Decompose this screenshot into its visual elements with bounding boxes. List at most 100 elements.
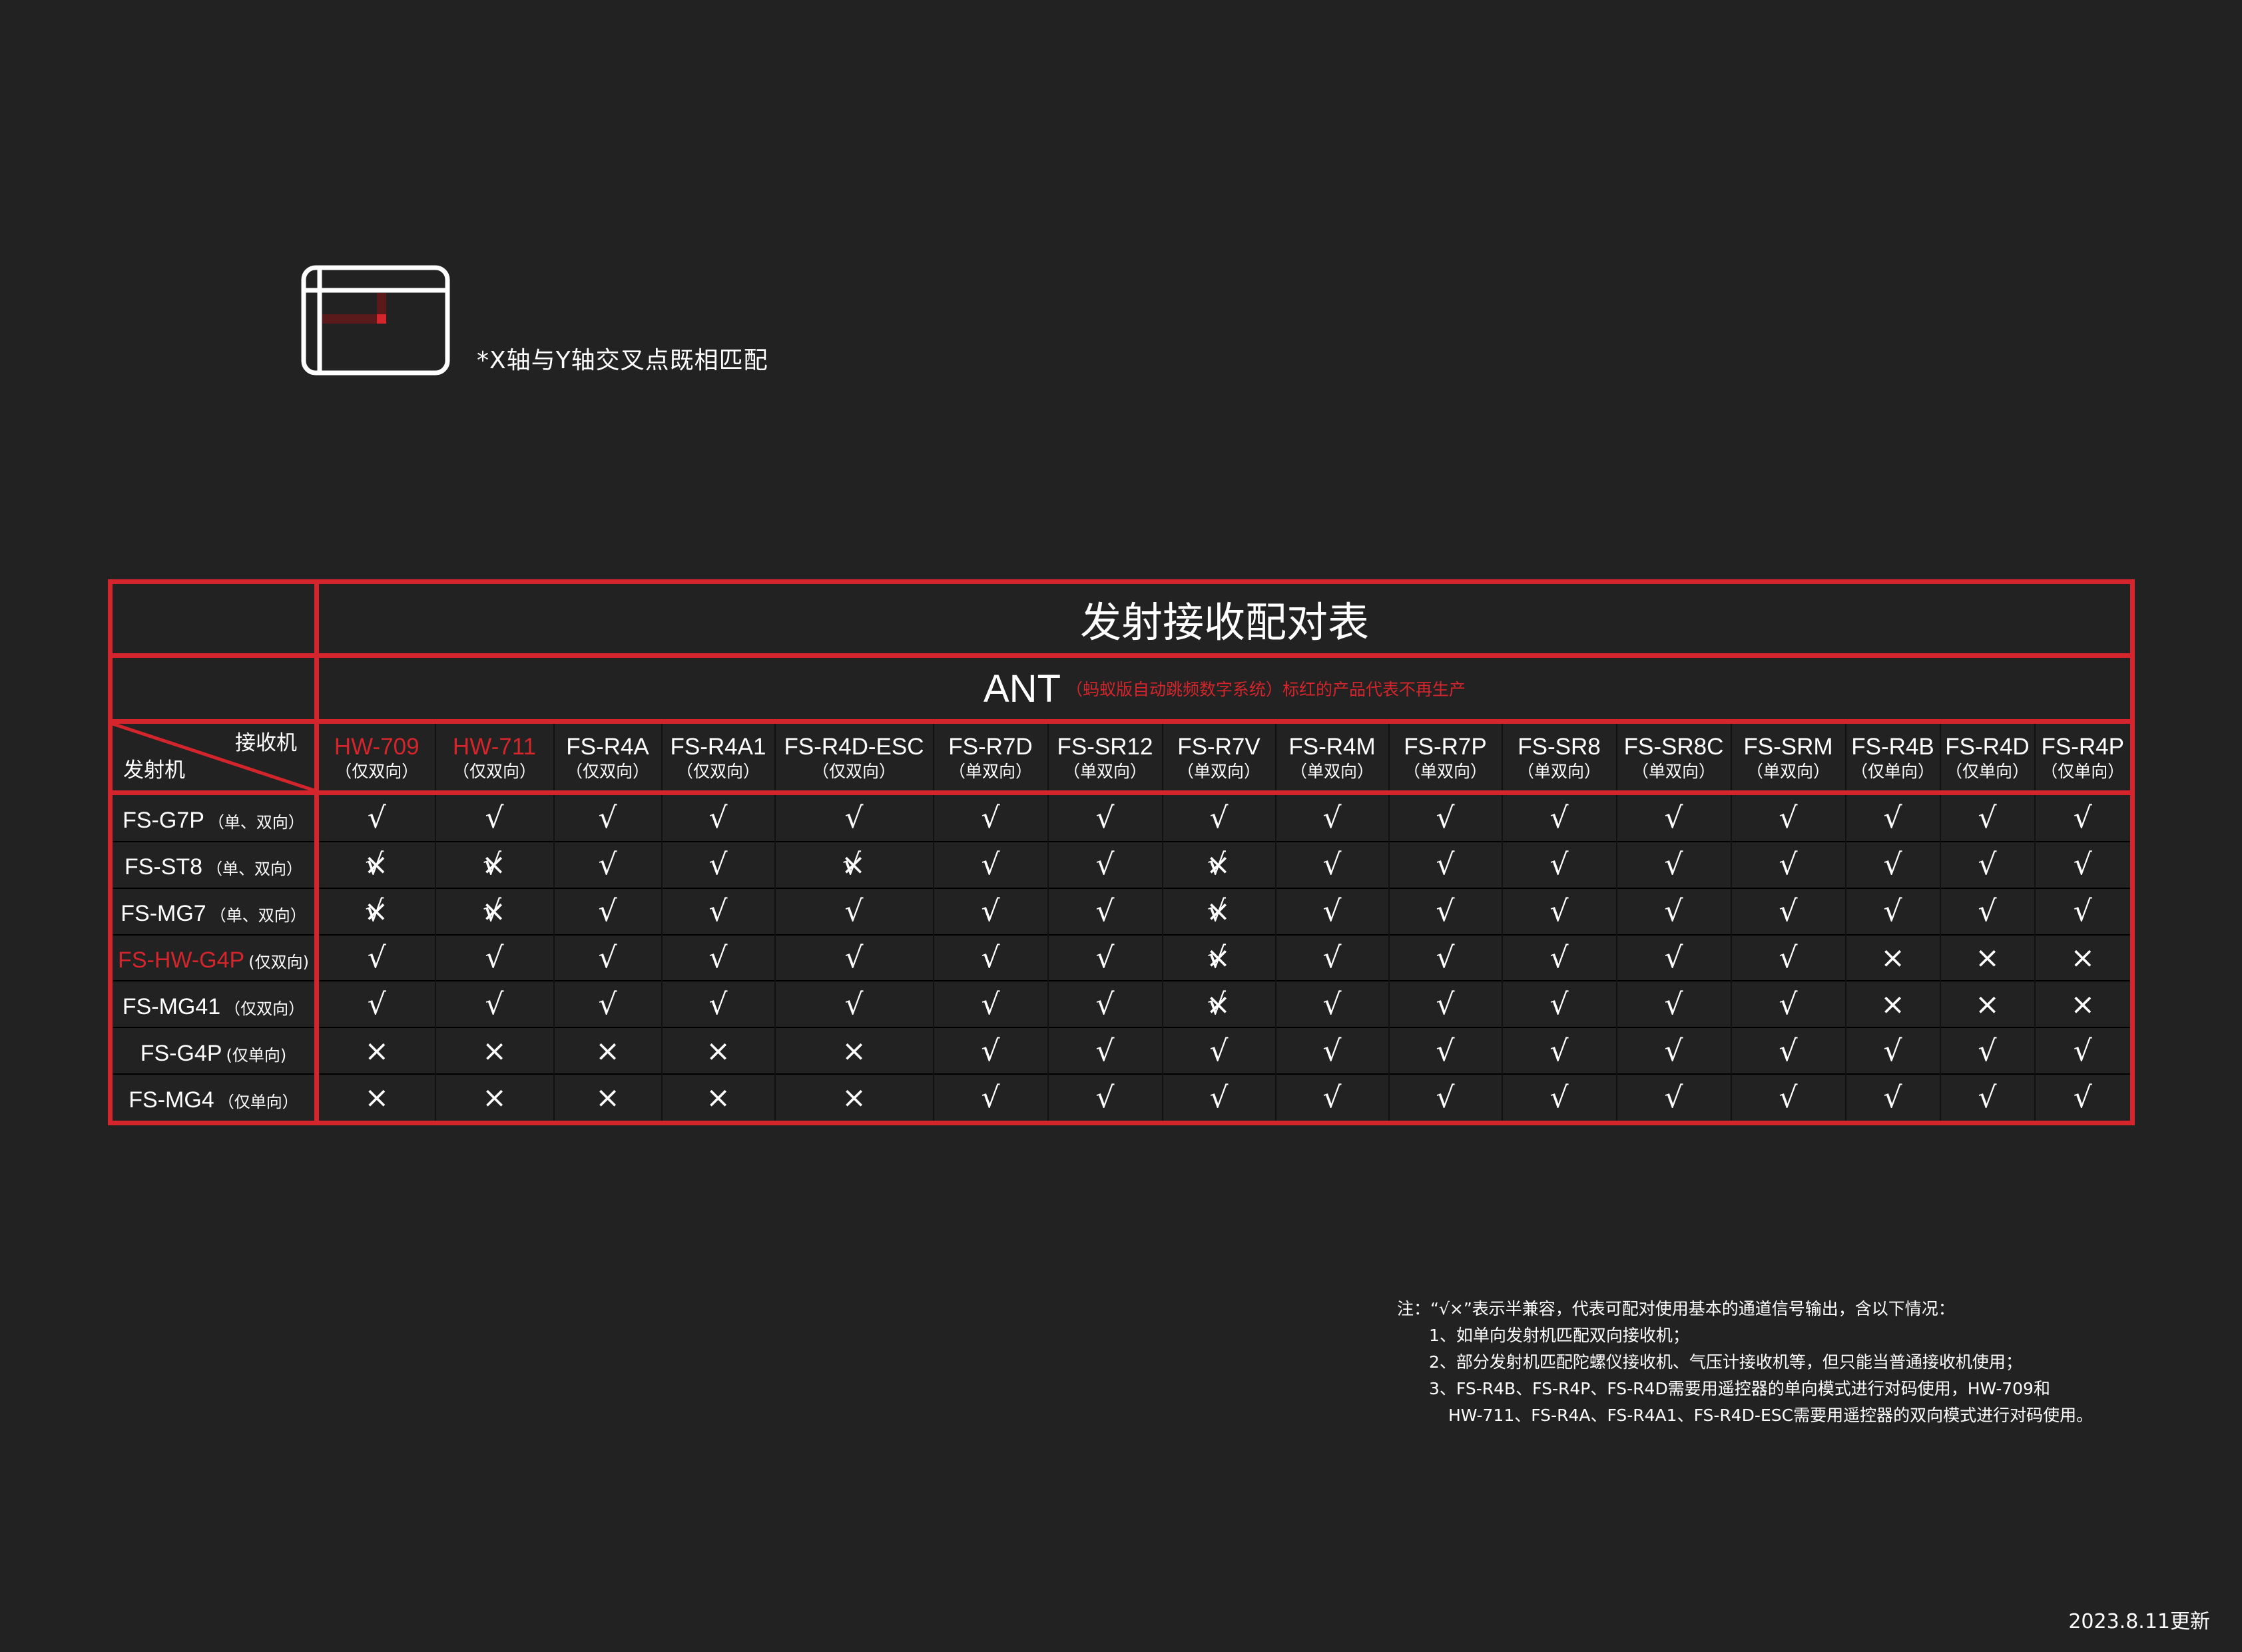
- receiver-name: FS-SR8: [1518, 733, 1601, 760]
- note-line: 3、FS-R4B、FS-R4P、FS-R4D需要用遥控器的单向模式进行对码使用，…: [1429, 1379, 2050, 1398]
- transmitter-header: FS-G4P(仅单向): [110, 1027, 319, 1075]
- compat-cell-full: √: [1275, 792, 1390, 842]
- compat-cell-full: √: [1731, 840, 1846, 888]
- receiver-header: FS-R4P（仅单向）: [2034, 721, 2133, 795]
- compat-cell-full: √: [553, 934, 663, 981]
- receiver-mode: （单双向）: [1746, 762, 1830, 782]
- check-mark: √: [2073, 848, 2092, 882]
- check-mark: √: [1883, 894, 1902, 929]
- compat-cell-half: √×: [1162, 840, 1276, 888]
- cross-mark: ×: [2070, 987, 2096, 1021]
- check-mark: √: [1322, 1081, 1342, 1115]
- receiver-name: FS-R7V: [1177, 733, 1261, 760]
- ant-heading: ANT（蚂蚁版自动跳频数字系统）标红的产品代表不再生产: [316, 655, 2133, 724]
- check-mark: √: [1322, 1033, 1342, 1068]
- check-mark: √: [1095, 894, 1115, 929]
- check-mark: √: [2073, 1081, 2092, 1115]
- compat-cell-none: ×: [2034, 980, 2133, 1028]
- compat-cell-full: √: [1940, 1073, 2036, 1123]
- check-mark: √: [485, 800, 504, 835]
- transmitter-header: FS-MG4（仅单向）: [110, 1073, 319, 1123]
- compat-cell-full: √: [1940, 840, 2036, 888]
- check-mark: √: [844, 987, 864, 1021]
- compat-cell-full: √: [435, 980, 555, 1028]
- check-mark: √: [708, 800, 728, 835]
- receiver-header: FS-R4D-ESC（仅双向）: [774, 721, 934, 795]
- updated-date: 2023.8.11更新: [2068, 1610, 2210, 1633]
- cross-mark: ×: [364, 1081, 390, 1115]
- compat-cell-none: ×: [316, 1073, 436, 1123]
- check-mark: √: [598, 940, 617, 975]
- compat-cell-full: √: [1162, 792, 1276, 842]
- check-mark: √: [1209, 800, 1229, 835]
- receiver-name: FS-R4A1: [670, 733, 766, 760]
- receiver-mode: （仅双向）: [812, 762, 896, 782]
- cross-mark: ×: [595, 1033, 620, 1068]
- receiver-mode: （单双向）: [1631, 762, 1715, 782]
- compat-cell-full: √: [1845, 840, 1941, 888]
- check-mark: √: [1436, 1033, 1455, 1068]
- half-check-mark: √×: [1207, 894, 1231, 929]
- compat-cell-full: √: [1731, 980, 1846, 1028]
- half-check-mark: √×: [365, 848, 388, 882]
- receiver-header: FS-R4M（单双向）: [1275, 721, 1390, 795]
- ant-label: ANT: [983, 667, 1061, 710]
- check-mark: √: [485, 940, 504, 975]
- compat-cell-full: √: [1388, 934, 1503, 981]
- compat-cell-full: √: [774, 887, 934, 935]
- receiver-header: FS-SR8C（单双向）: [1616, 721, 1732, 795]
- check-mark: √: [1779, 894, 1798, 929]
- receiver-header: FS-R7V（单双向）: [1162, 721, 1276, 795]
- receiver-header: FS-R7P（单双向）: [1388, 721, 1503, 795]
- cross-mark: ×: [1975, 987, 2000, 1021]
- check-mark: √: [1883, 848, 1902, 882]
- check-mark: √: [981, 1081, 1000, 1115]
- transmitter-name: FS-MG7: [121, 901, 206, 927]
- compat-cell-half: √×: [316, 887, 436, 935]
- compat-cell-full: √: [933, 1027, 1049, 1075]
- receiver-name: FS-R4D-ESC: [784, 733, 924, 760]
- compat-cell-full: √: [1047, 1027, 1163, 1075]
- compat-cell-full: √: [553, 792, 663, 842]
- compat-cell-full: √: [1047, 792, 1163, 842]
- receiver-header: FS-R4B（仅单向）: [1845, 721, 1941, 795]
- half-check-mark: √×: [1207, 848, 1231, 882]
- compat-cell-full: √: [2034, 840, 2133, 888]
- compat-cell-full: √: [1388, 792, 1503, 842]
- receiver-header: FS-SR12（单双向）: [1047, 721, 1163, 795]
- compat-cell-none: ×: [661, 1073, 776, 1123]
- check-mark: √: [1095, 1081, 1115, 1115]
- receiver-mode: （仅双向）: [676, 762, 760, 782]
- compat-cell-full: √: [1388, 980, 1503, 1028]
- compat-cell-full: √: [1388, 887, 1503, 935]
- check-mark: √: [598, 894, 617, 929]
- compat-cell-none: ×: [774, 1027, 934, 1075]
- check-mark: √: [598, 987, 617, 1021]
- diagonal-divider: [113, 724, 314, 790]
- compat-cell-full: √: [1388, 1073, 1503, 1123]
- legend-text: *X轴与Y轴交叉点既相匹配: [477, 347, 768, 374]
- check-mark: √: [1664, 1081, 1683, 1115]
- receiver-name: FS-SR8C: [1623, 733, 1724, 760]
- compat-cell-half: √×: [1162, 887, 1276, 935]
- compat-cell-none: ×: [1845, 980, 1941, 1028]
- transmitter-header: FS-MG41（仅双向）: [110, 980, 319, 1028]
- receiver-name: HW-711: [452, 733, 537, 760]
- check-mark: √: [1978, 1033, 1997, 1068]
- transmitter-mode: （仅双向）: [224, 999, 305, 1018]
- compat-cell-full: √: [774, 934, 934, 981]
- receiver-mode: （仅双向）: [452, 762, 536, 782]
- check-mark: √: [1095, 940, 1115, 975]
- compat-cell-full: √: [1502, 840, 1617, 888]
- compat-cell-none: ×: [1940, 934, 2036, 981]
- check-mark: √: [1549, 800, 1569, 835]
- compat-cell-full: √: [1940, 1027, 2036, 1075]
- check-mark: √: [367, 987, 386, 1021]
- check-mark: √: [981, 940, 1000, 975]
- receiver-header: FS-SR8（单双向）: [1502, 721, 1617, 795]
- check-mark: √: [1549, 1081, 1569, 1115]
- compat-cell-full: √: [2034, 1027, 2133, 1075]
- compat-cell-half: √×: [316, 840, 436, 888]
- compat-cell-full: √: [1731, 1027, 1846, 1075]
- check-mark: √: [1095, 848, 1115, 882]
